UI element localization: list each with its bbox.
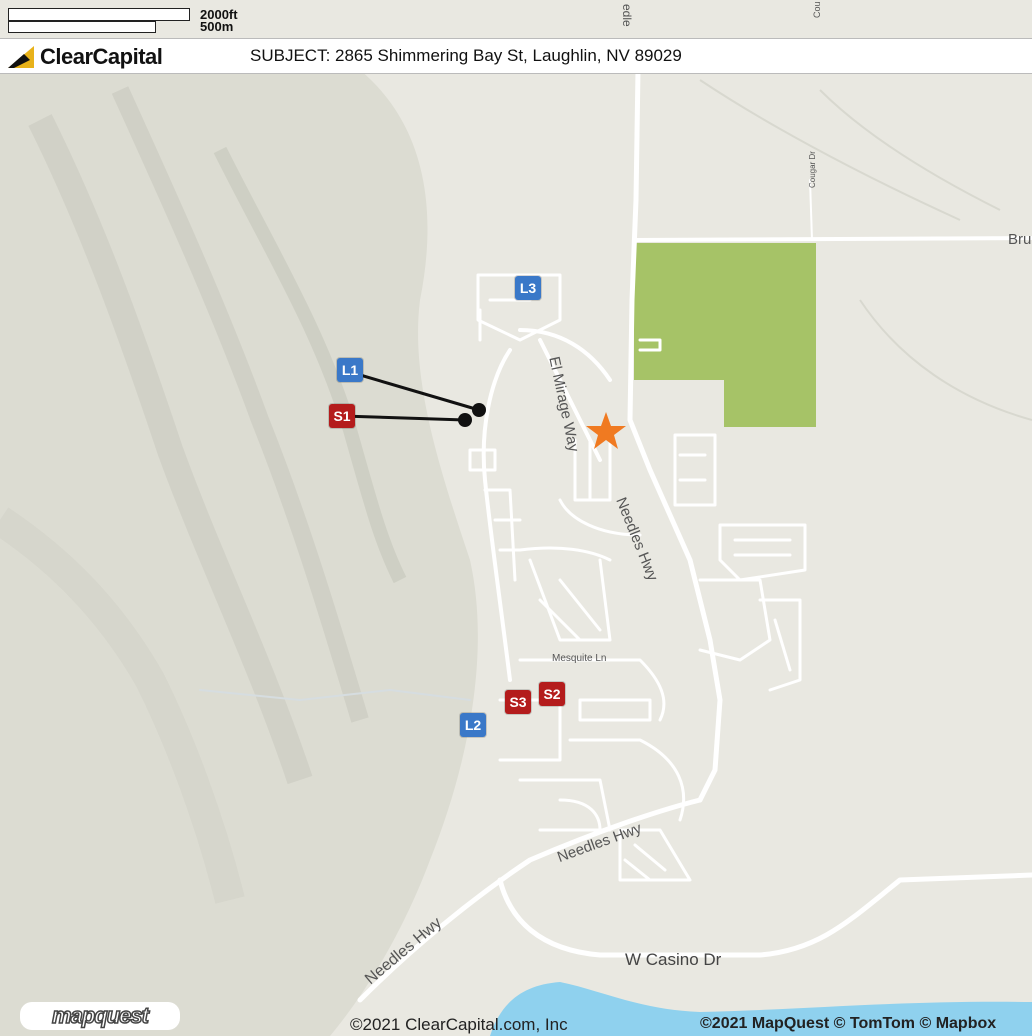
mapquest-logo[interactable]: mapquest xyxy=(20,1002,180,1030)
road-label-needles-fragment: edle xyxy=(620,4,634,27)
marker-connectors xyxy=(341,370,480,422)
sale-marker-s3[interactable]: S3 xyxy=(505,690,531,714)
listing-marker-l3[interactable]: L3 xyxy=(515,276,541,300)
park-area xyxy=(634,243,816,427)
clearcapital-logo-icon xyxy=(8,46,34,68)
copyright-text: ©2021 ClearCapital.com, Inc xyxy=(350,1015,568,1034)
scale-bar: 2000ft 500m xyxy=(8,7,268,38)
road-label-w-casino-dr: W Casino Dr xyxy=(625,950,722,969)
s1-connector-endpoint xyxy=(458,413,472,427)
road-label-bru-fragment: Bru xyxy=(1008,231,1032,248)
subject-star-icon[interactable] xyxy=(586,412,626,449)
scale-bar-meters xyxy=(8,21,156,33)
road-label-cou-fragment: Cou xyxy=(812,1,822,18)
map-attribution[interactable]: ©2021 MapQuest © TomTom © Mapbox xyxy=(700,1015,997,1032)
scale-label-meters: 500m xyxy=(200,19,234,34)
scale-label-feet: 2000ft xyxy=(200,7,238,22)
contour-lines xyxy=(699,79,1032,421)
road-network xyxy=(199,67,1032,1003)
l1-connector-endpoint xyxy=(472,403,486,417)
sale-marker-s1[interactable]: S1 xyxy=(329,404,355,428)
road-label-cougar-dr: Cougar Dr xyxy=(808,151,817,188)
subject-address: SUBJECT: 2865 Shimmering Bay St, Laughli… xyxy=(250,46,682,65)
listing-marker-l2[interactable]: L2 xyxy=(460,713,486,737)
sale-marker-s2[interactable]: S2 xyxy=(539,682,565,706)
listing-marker-l1[interactable]: L1 xyxy=(337,358,363,382)
scale-bar-feet xyxy=(8,8,190,21)
report-header: ClearCapital SUBJECT: 2865 Shimmering Ba… xyxy=(0,38,1032,74)
brand-name: ClearCapital xyxy=(40,44,163,69)
road-label-mesquite-ln: Mesquite Ln xyxy=(552,653,607,664)
terrain-shading xyxy=(0,70,478,1036)
lake xyxy=(490,982,1032,1036)
